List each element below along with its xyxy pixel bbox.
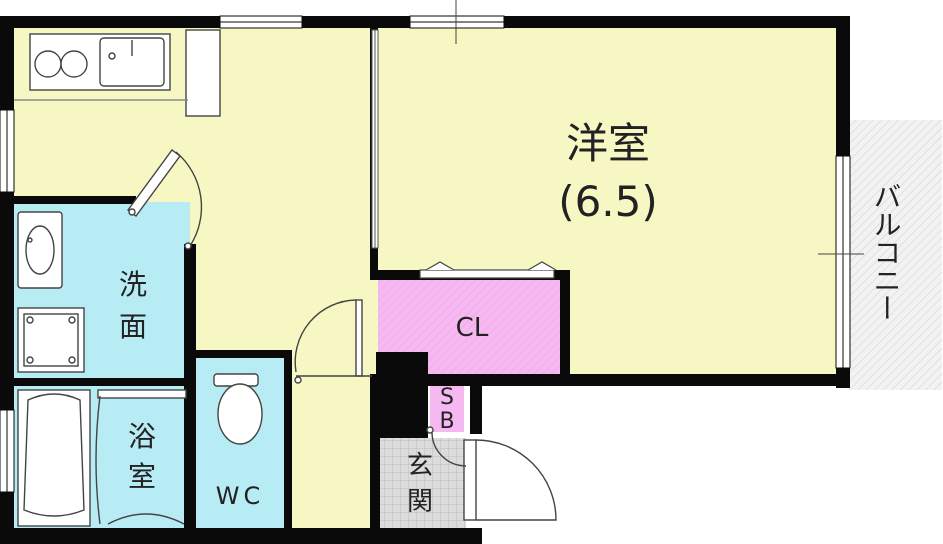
entrance-floor	[378, 438, 466, 530]
washroom-label-line2: 面	[119, 310, 147, 343]
entrance-door	[426, 426, 557, 521]
washing-machine	[17, 307, 85, 373]
balcony-floor	[848, 120, 942, 390]
shoe-box-floor	[430, 380, 464, 432]
sliding-partition	[371, 29, 379, 249]
kitchen-counter	[14, 29, 221, 117]
windows	[0, 0, 864, 493]
closet-doors	[419, 261, 557, 279]
shoe-box-label-line2: B	[439, 409, 454, 434]
toilet-fixture	[213, 373, 263, 445]
toilet-label: WC	[216, 482, 265, 510]
bathroom-label-line1: 浴	[128, 420, 156, 453]
entrance-label-line1: 玄	[407, 451, 433, 481]
toilet-door	[294, 299, 372, 384]
washroom-door	[127, 149, 203, 250]
shoe-box-label-line1: S	[440, 385, 454, 410]
bathroom-label-line2: 室	[128, 460, 156, 493]
washbasin	[17, 211, 63, 289]
bathtub	[17, 389, 91, 527]
western-room-name: 洋室	[566, 119, 650, 168]
balcony-label: バルコニー	[870, 182, 903, 322]
western-room-size: (6.5)	[558, 177, 658, 226]
entrance-label-line2: 関	[407, 487, 433, 517]
washroom-label-line1: 洗	[119, 268, 147, 301]
closet-label: CL	[456, 313, 489, 343]
bathroom-door	[95, 389, 187, 525]
